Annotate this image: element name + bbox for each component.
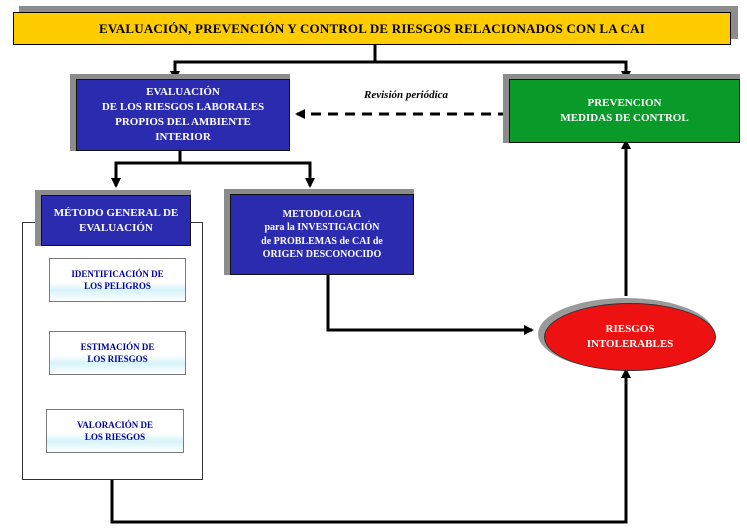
evaluacion-box: EVALUACIÓN DE LOS RIESGOS LABORALES PROP… — [76, 79, 290, 151]
prevencion-box: PREVENCION MEDIDAS DE CONTROL — [509, 79, 740, 143]
evaluacion-line-4: INTERIOR — [155, 130, 211, 143]
diagram-title-text: EVALUACIÓN, PREVENCIÓN Y CONTROL DE RIES… — [98, 20, 645, 36]
riesgos-line-2: INTOLERABLES — [586, 338, 674, 350]
metodologia-line-2: para la INVESTIGACIÓN — [264, 222, 380, 233]
step-valoracion-line-2: LOS RIESGOS — [84, 432, 146, 442]
bottom-loop-connector — [110, 368, 631, 524]
evaluacion-line-3: PROPIOS DEL AMBIENTE — [115, 116, 251, 128]
metodologia-line-3: de PROBLEMAS de CAI de — [261, 235, 383, 247]
step-valoracion-line-1: VALORACIÓN DE — [76, 419, 154, 430]
metodologia-box: METODOLOGIA para la INVESTIGACIÓN de PRO… — [230, 194, 414, 275]
step-estimacion-line-1: ESTIMACIÓN DE — [80, 341, 155, 352]
metodo-general-line-1: MÉTODO GENERAL DE — [53, 206, 179, 219]
step-identificacion: IDENTIFICACIÓN DE LOS PELIGROS — [49, 258, 186, 302]
title-connector — [173, 45, 628, 76]
metodo-general-box: MÉTODO GENERAL DE EVALUACIÓN — [41, 195, 191, 246]
diagram-title: EVALUACIÓN, PREVENCIÓN Y CONTROL DE RIES… — [13, 12, 731, 45]
prevencion-line-1: PREVENCION — [587, 97, 662, 110]
riesgos-ellipse: RIESGOS INTOLERABLES — [544, 303, 716, 371]
metodologia-to-riesgos — [326, 273, 534, 335]
evaluacion-line-1: EVALUACIÓN — [146, 86, 220, 99]
step-estimacion-line-2: LOS RIESGOS — [87, 354, 148, 364]
metodologia-line-1: METODOLOGIA — [282, 208, 362, 220]
metodologia-line-4: ORIGEN DESCONOCIDO — [262, 249, 382, 260]
riesgos-line-1: RIESGOS — [605, 323, 655, 336]
step-identificacion-line-2: LOS PELIGROS — [84, 281, 151, 291]
step-estimacion: ESTIMACIÓN DE LOS RIESGOS — [49, 331, 186, 375]
metodo-general-line-2: EVALUACIÓN — [79, 221, 153, 234]
revision-label: Revisión periódica — [364, 89, 449, 101]
split-connector — [114, 150, 312, 180]
step-identificacion-line-1: IDENTIFICACIÓN DE — [71, 268, 164, 279]
evaluacion-line-2: DE LOS RIESGOS LABORALES — [101, 101, 265, 114]
prevencion-line-2: MEDIDAS DE CONTROL — [560, 112, 689, 124]
step-valoracion: VALORACIÓN DE LOS RIESGOS — [46, 409, 184, 453]
